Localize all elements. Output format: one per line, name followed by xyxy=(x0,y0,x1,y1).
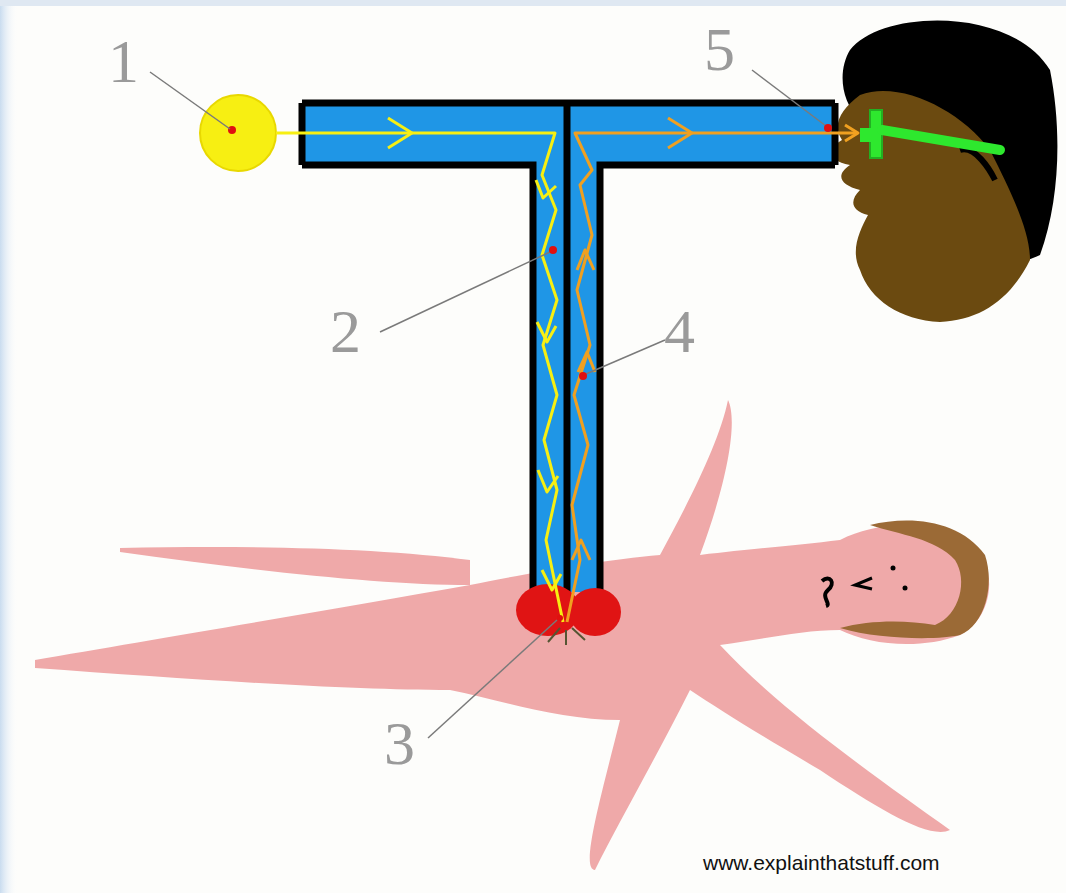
watermark-url: www.explainthatstuff.com xyxy=(703,852,940,873)
callout-number: 4 xyxy=(664,300,695,362)
callout-number: 1 xyxy=(108,30,139,92)
callout-number: 3 xyxy=(384,712,415,774)
light-source xyxy=(200,95,276,171)
leader-lines xyxy=(150,70,826,738)
observer-head xyxy=(831,20,1057,322)
callout-points xyxy=(549,124,832,621)
light-ray-out xyxy=(567,118,858,622)
patient-figure xyxy=(35,400,989,870)
callout-number: 2 xyxy=(330,300,361,362)
light-ray-in xyxy=(276,118,563,622)
callout-number: 5 xyxy=(704,18,735,80)
fiber-bundle xyxy=(302,103,835,592)
